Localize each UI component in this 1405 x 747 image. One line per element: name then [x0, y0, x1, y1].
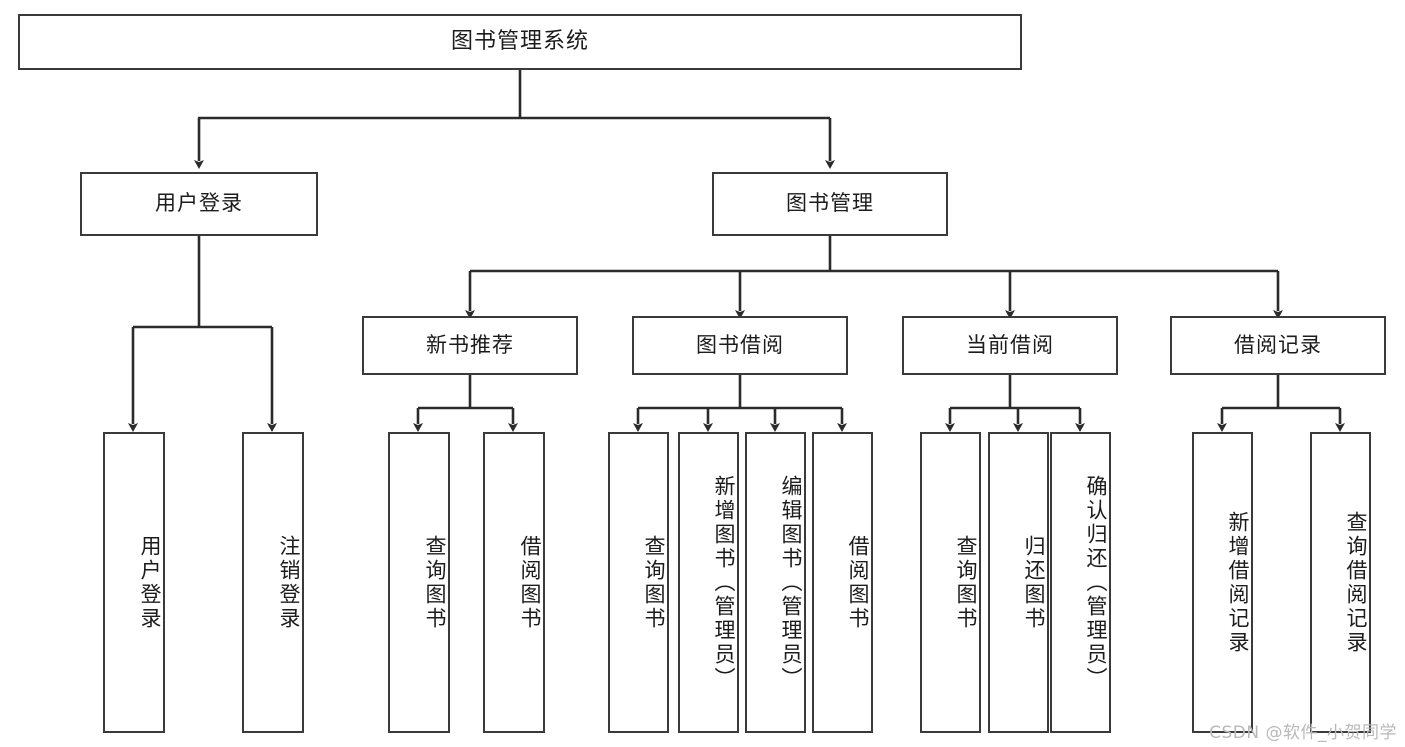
leaf-user-login-logout-label: 注销登录 — [277, 534, 301, 631]
leaf-book-borrow-add-label: 新增图书（管理员） — [712, 474, 736, 691]
leaf-borrow-record-query-label: 查询借阅记录 — [1344, 510, 1368, 655]
node-book-management-label: 图书管理 — [786, 191, 874, 216]
leaf-current-borrow-query[interactable]: 查询图书 — [920, 432, 981, 733]
leaf-current-borrow-return-label: 归还图书 — [1022, 534, 1046, 631]
leaf-book-borrow-add[interactable]: 新增图书（管理员） — [678, 432, 739, 733]
node-book-management[interactable]: 图书管理 — [712, 172, 948, 236]
node-current-borrow[interactable]: 当前借阅 — [902, 316, 1118, 375]
leaf-book-borrow-borrow-label: 借阅图书 — [846, 534, 870, 631]
node-new-book-recommend-label: 新书推荐 — [426, 332, 514, 357]
leaf-borrow-record-add-label: 新增借阅记录 — [1226, 510, 1250, 655]
node-current-borrow-label: 当前借阅 — [966, 332, 1054, 357]
leaf-user-login-login-label: 用户登录 — [138, 534, 162, 631]
node-new-book-recommend[interactable]: 新书推荐 — [362, 316, 578, 375]
node-borrow-record[interactable]: 借阅记录 — [1170, 316, 1386, 375]
leaf-book-borrow-edit[interactable]: 编辑图书（管理员） — [745, 432, 806, 733]
leaf-book-borrow-query-label: 查询图书 — [642, 534, 666, 631]
node-root-label: 图书管理系统 — [450, 28, 589, 54]
leaf-borrow-record-query[interactable]: 查询借阅记录 — [1310, 432, 1371, 733]
leaf-book-borrow-query[interactable]: 查询图书 — [608, 432, 669, 733]
leaf-book-borrow-edit-label: 编辑图书（管理员） — [779, 474, 803, 691]
leaf-new-book-query[interactable]: 查询图书 — [388, 432, 450, 733]
node-borrow-record-label: 借阅记录 — [1234, 332, 1322, 357]
node-user-login[interactable]: 用户登录 — [80, 172, 318, 236]
leaf-user-login-logout[interactable]: 注销登录 — [242, 432, 304, 733]
leaf-current-borrow-return[interactable]: 归还图书 — [988, 432, 1049, 733]
node-book-borrow[interactable]: 图书借阅 — [632, 316, 848, 375]
node-book-borrow-label: 图书借阅 — [696, 332, 784, 357]
leaf-new-book-borrow-label: 借阅图书 — [518, 534, 542, 631]
leaf-borrow-record-add[interactable]: 新增借阅记录 — [1192, 432, 1253, 733]
leaf-current-borrow-confirm[interactable]: 确认归还（管理员） — [1050, 432, 1111, 733]
leaf-book-borrow-borrow[interactable]: 借阅图书 — [812, 432, 873, 733]
node-user-login-label: 用户登录 — [155, 191, 243, 216]
node-root-book-management-system[interactable]: 图书管理系统 — [18, 14, 1022, 70]
leaf-new-book-borrow[interactable]: 借阅图书 — [483, 432, 545, 733]
leaf-user-login-login[interactable]: 用户登录 — [103, 432, 165, 733]
leaf-current-borrow-confirm-label: 确认归还（管理员） — [1084, 474, 1108, 691]
leaf-current-borrow-query-label: 查询图书 — [954, 534, 978, 631]
leaf-new-book-query-label: 查询图书 — [423, 534, 447, 631]
